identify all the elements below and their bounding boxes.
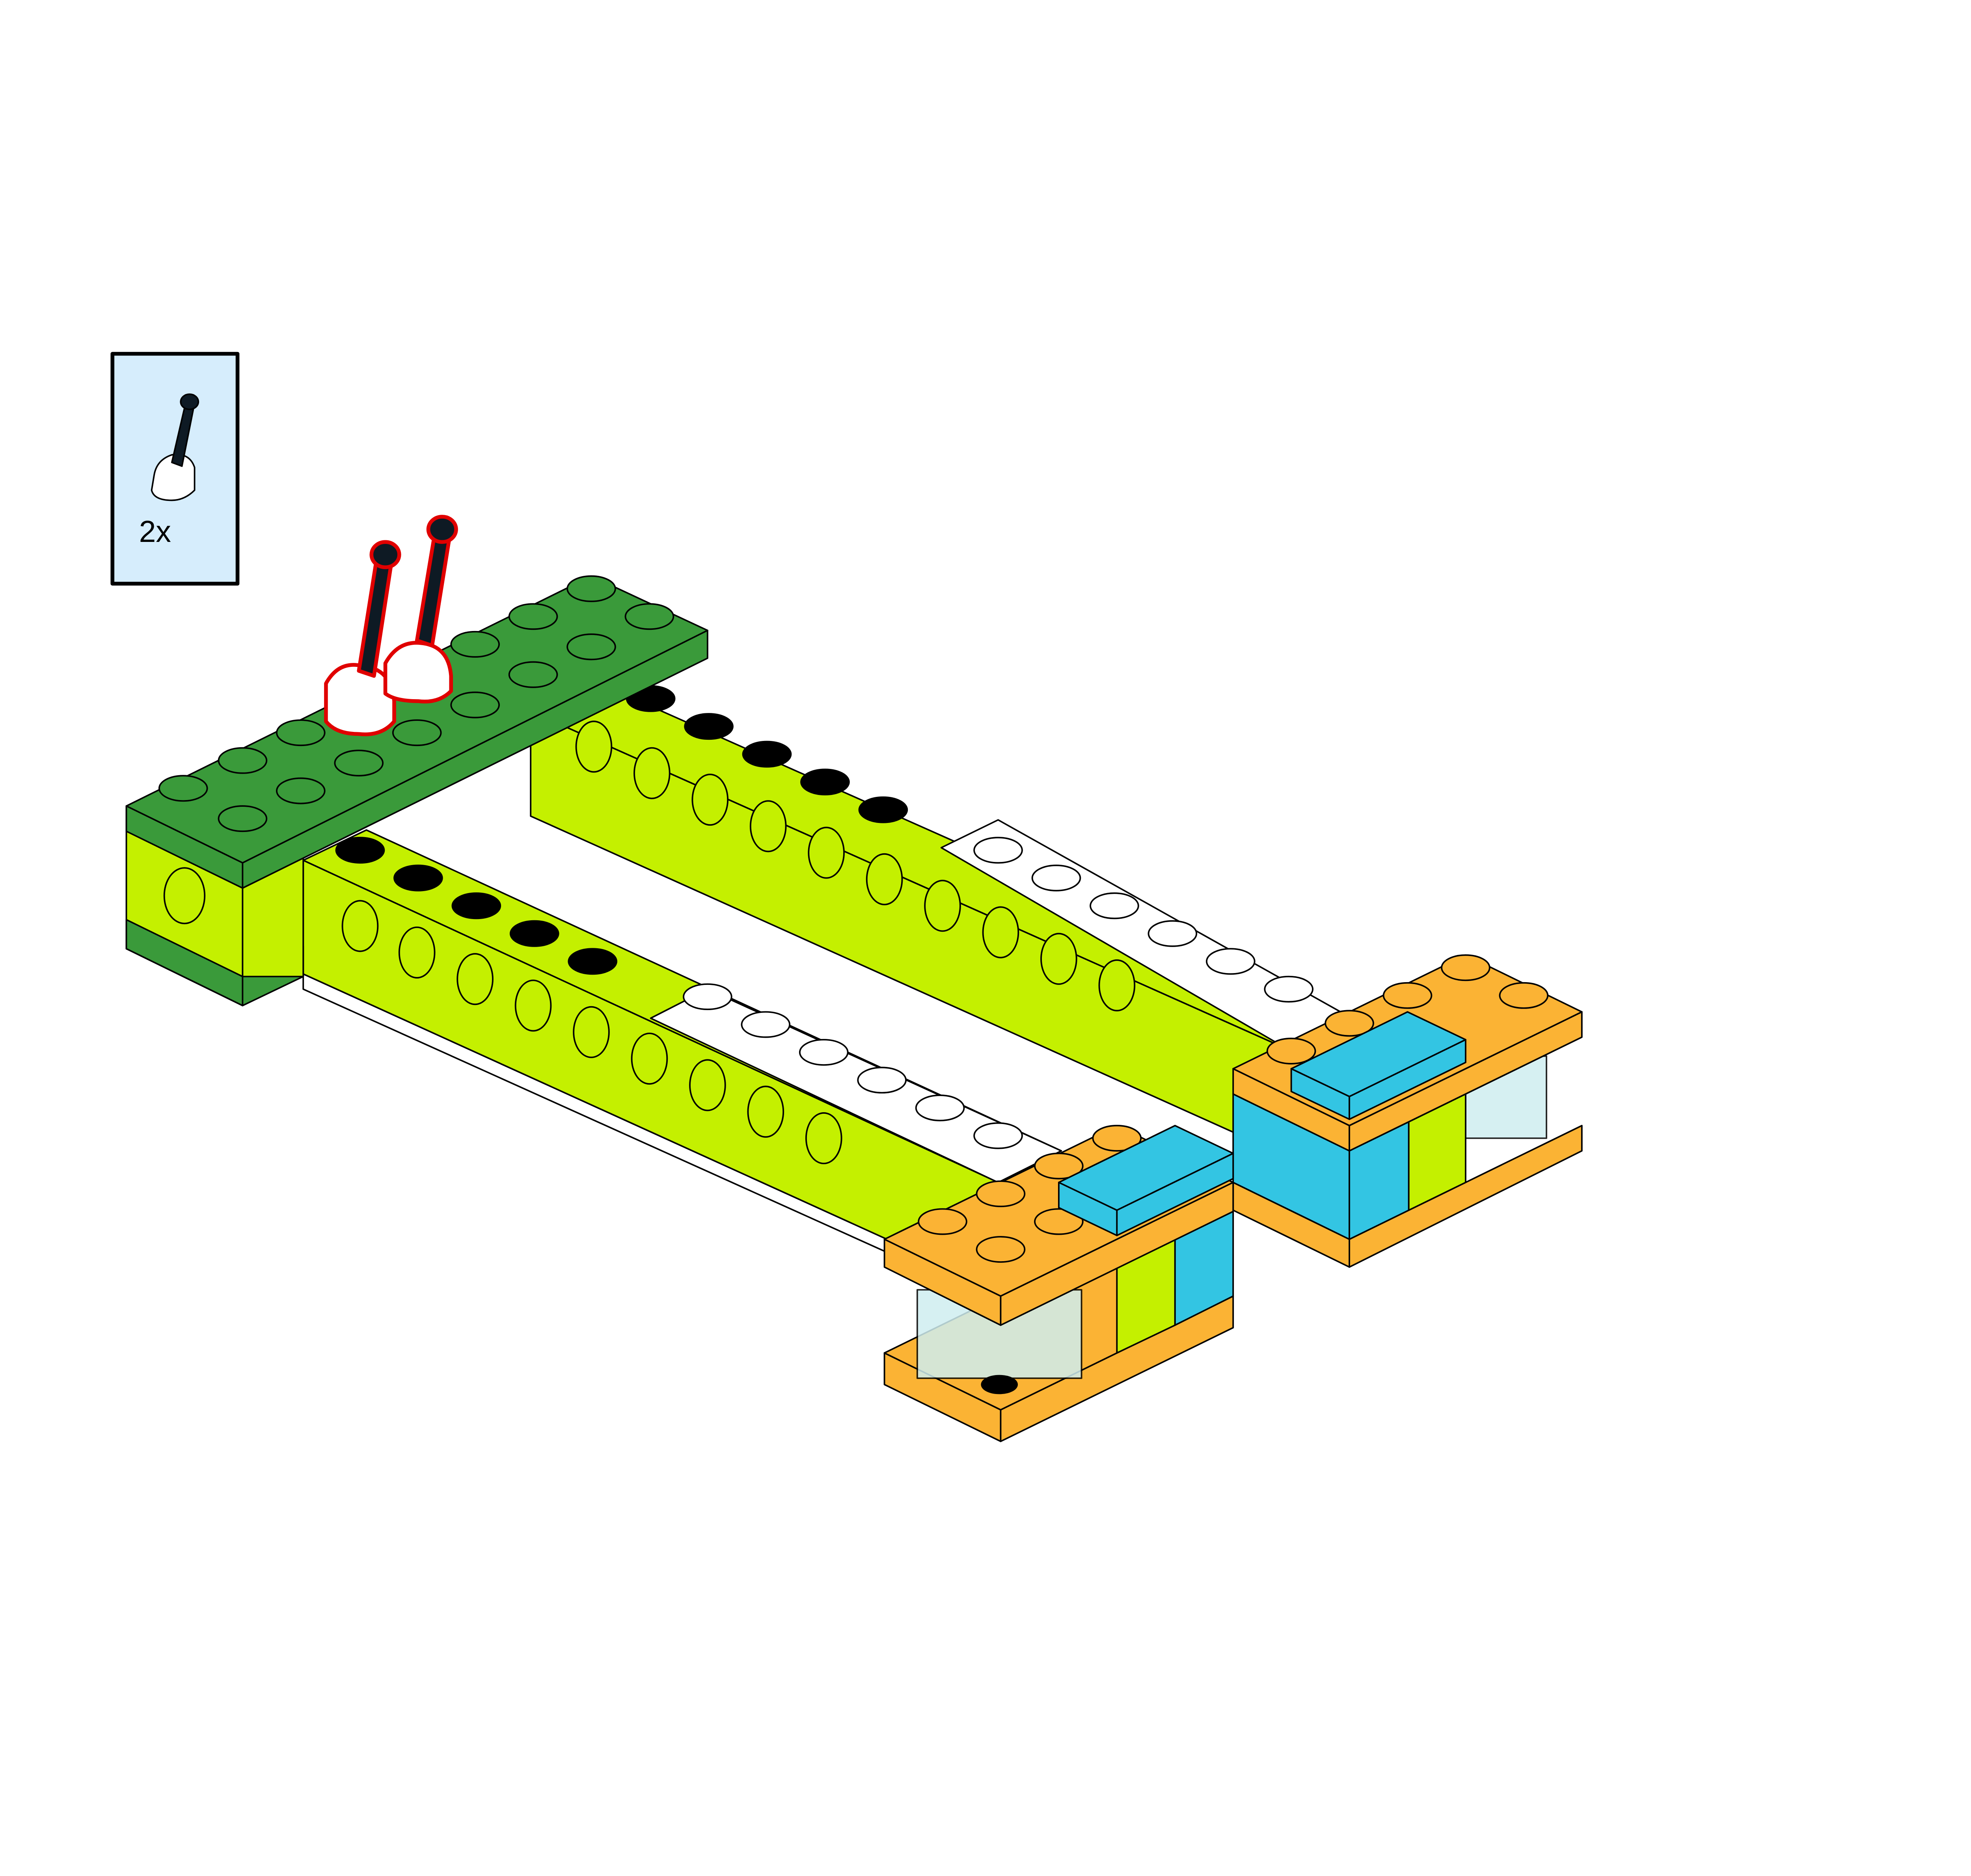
beam-hole	[633, 747, 671, 799]
green-stud	[158, 775, 208, 802]
white-stud	[1264, 975, 1314, 1003]
orange-stud	[976, 1180, 1026, 1208]
beam-hole	[982, 906, 1019, 958]
beam-hole	[808, 826, 845, 879]
parts-callout: 2x	[110, 352, 240, 586]
front-orange-assembly	[883, 1125, 1234, 1442]
beam-hole	[749, 800, 787, 852]
white-stud	[1205, 948, 1256, 975]
beam-hole	[456, 953, 494, 1005]
lever-switch-icon	[324, 540, 401, 737]
white-stud	[973, 837, 1023, 864]
orange-stud	[1034, 1152, 1084, 1180]
hollow-stud	[684, 713, 734, 740]
hollow-stud	[509, 920, 559, 947]
green-brick-side	[242, 629, 708, 889]
hollow-stud	[858, 796, 908, 823]
green-stud	[218, 747, 268, 774]
hollow-stud	[335, 837, 385, 864]
white-stud	[741, 1011, 791, 1038]
orange-top-plate-side	[1000, 1182, 1234, 1326]
beam-hole	[747, 1085, 784, 1138]
beam-hole	[631, 1033, 668, 1085]
green-stud	[276, 719, 326, 746]
green-stud	[508, 603, 558, 630]
green-stud	[508, 661, 558, 688]
beam-holes	[341, 720, 1136, 1165]
hollow-stud	[393, 864, 443, 891]
beam-hole	[805, 1112, 842, 1165]
white-stud	[1148, 920, 1198, 947]
new-lever-parts	[324, 515, 458, 737]
beam-top-studs	[335, 685, 908, 975]
green-stud	[566, 633, 616, 661]
orange-stud	[1382, 982, 1433, 1009]
green-brick-assembly	[125, 575, 708, 1007]
lever-switch-icon	[383, 515, 458, 704]
beam-hole	[691, 774, 729, 826]
hollow-stud	[742, 741, 792, 768]
white-stud	[799, 1039, 849, 1066]
hollow-stud	[568, 948, 618, 975]
white-stud	[915, 1094, 965, 1122]
white-stud	[973, 1122, 1023, 1149]
beam-hole	[163, 867, 206, 925]
green-stud	[392, 719, 442, 746]
blue-tile-side	[1116, 1152, 1234, 1236]
white-stud	[1090, 892, 1139, 919]
beam-hole	[575, 720, 613, 773]
lever-switch-icon	[151, 393, 199, 501]
green-stud	[334, 750, 384, 777]
white-stud	[857, 1066, 907, 1094]
beam-hole	[514, 979, 552, 1032]
orange-stud	[1441, 954, 1490, 981]
orange-top-plate-side	[1349, 1011, 1583, 1152]
beam-hole	[573, 1006, 610, 1058]
beam-hole	[341, 900, 379, 952]
beam-hole	[924, 880, 961, 932]
green-stud	[624, 603, 674, 630]
green-stud	[450, 691, 500, 718]
beam-hole	[689, 1059, 726, 1111]
orange-stud	[976, 1236, 1026, 1263]
beam-hole	[866, 853, 903, 905]
white-stud	[683, 983, 732, 1011]
beam-hole	[398, 926, 436, 979]
green-stud	[218, 805, 268, 832]
hollow-stud	[451, 892, 501, 919]
white-stud	[1031, 864, 1081, 891]
green-stud	[276, 777, 326, 804]
orange-stud	[1325, 1010, 1374, 1037]
blue-tile-side	[1349, 1039, 1466, 1120]
stud-shadow	[981, 1375, 1018, 1394]
right-orange-assembly	[1232, 954, 1583, 1268]
green-stud	[450, 631, 500, 658]
white-plate-studs	[683, 837, 1314, 1149]
hollow-stud	[800, 769, 850, 796]
orange-stud	[918, 1208, 967, 1235]
beam-hole	[1040, 932, 1077, 985]
orange-stud	[1034, 1208, 1084, 1235]
orange-stud	[1092, 1125, 1142, 1152]
part-quantity: 2x	[139, 515, 171, 549]
orange-stud	[1499, 982, 1549, 1009]
orange-stud	[1266, 1037, 1316, 1065]
beam-hole	[1098, 959, 1136, 1012]
green-stud	[566, 575, 616, 602]
